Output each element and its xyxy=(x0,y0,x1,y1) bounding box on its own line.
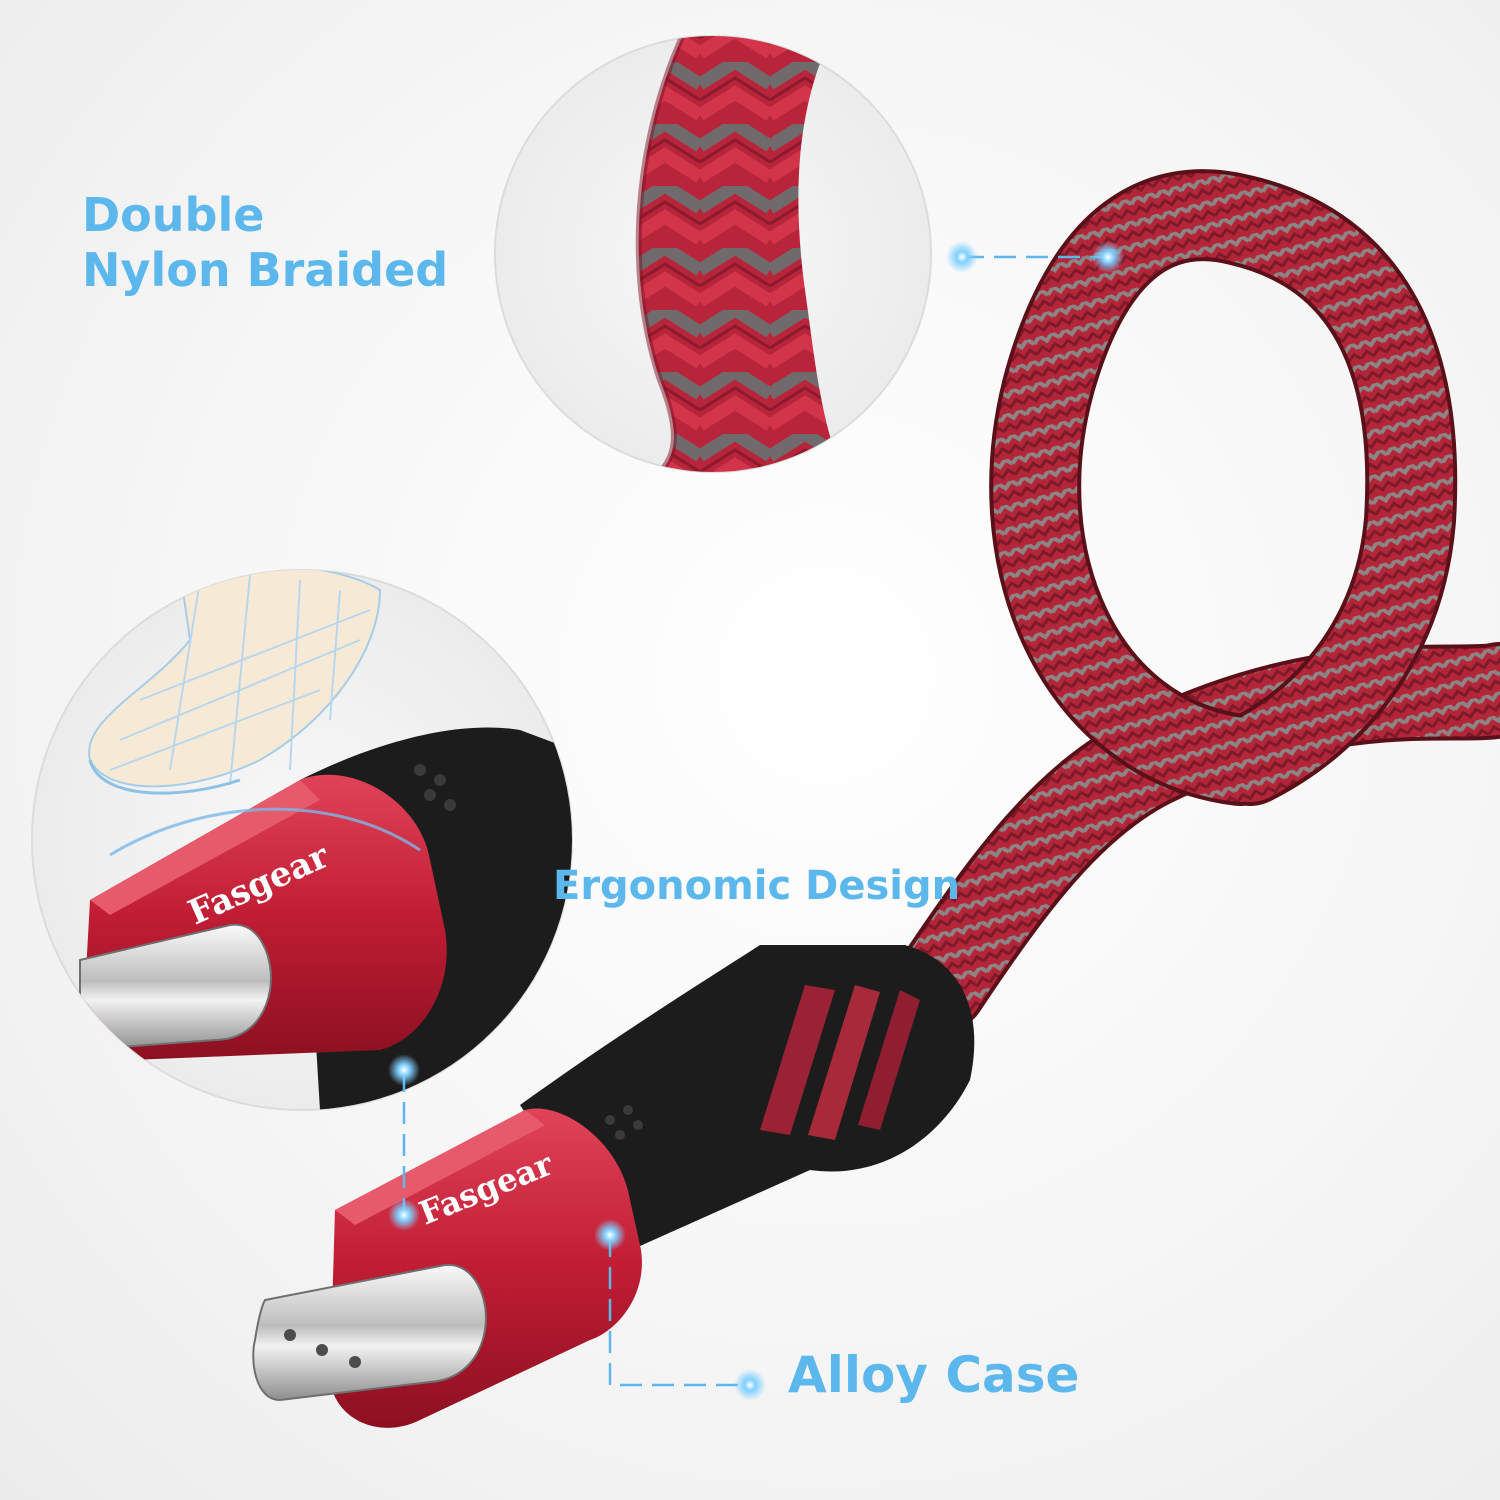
callout-dot-icon xyxy=(594,1219,626,1251)
callout-alloy xyxy=(594,1219,766,1401)
feature-label-alloy: Alloy Case xyxy=(788,1346,1080,1404)
feature-label-ergonomic: Ergonomic Design xyxy=(553,863,961,909)
cable-boot xyxy=(520,945,975,1255)
braid-closeup-circle xyxy=(494,35,932,473)
ergonomic-closeup-circle: Fasgear xyxy=(31,569,573,1111)
callout-dot-icon xyxy=(388,1199,420,1231)
callout-ergonomic xyxy=(388,1054,420,1231)
feature-label-braided-line2: Nylon Braided xyxy=(82,243,449,298)
callout-braided xyxy=(946,241,1124,273)
callout-dot-icon xyxy=(388,1054,420,1086)
feature-label-braided: Double Nylon Braided xyxy=(82,188,448,298)
callout-dot-icon xyxy=(946,241,978,273)
callout-dot-icon xyxy=(1092,241,1124,273)
callout-dot-icon xyxy=(734,1369,766,1401)
usb-c-connector-icon xyxy=(252,1263,487,1402)
feature-label-braided-line1: Double xyxy=(82,188,265,242)
braided-cable xyxy=(892,169,1500,1033)
